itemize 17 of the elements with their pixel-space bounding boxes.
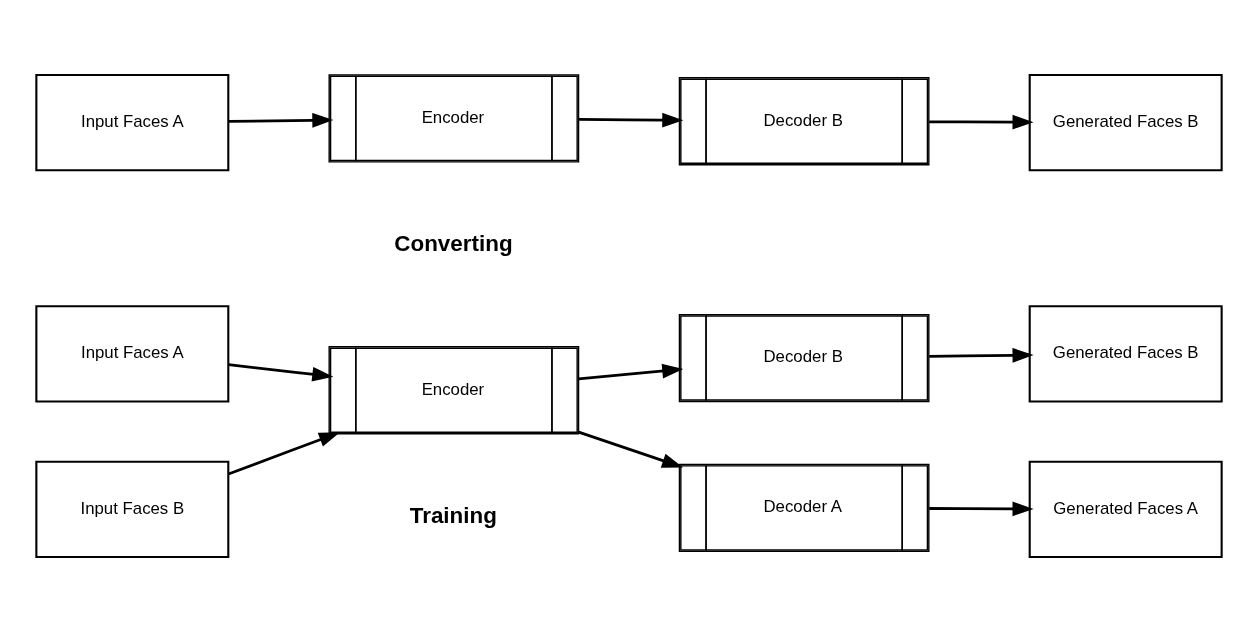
arrow: [578, 430, 684, 468]
node-box: Input Faces B: [35, 460, 230, 558]
arrow: [929, 501, 1034, 516]
arrow: [578, 112, 684, 127]
label: Training: [409, 502, 497, 528]
arrow: [228, 112, 334, 128]
node-box: Generated Faces B: [1028, 73, 1223, 171]
arrow: [578, 363, 684, 380]
node-box: Input Faces A: [35, 73, 230, 171]
node-box: Generated Faces A: [1028, 460, 1223, 558]
arrow: [228, 362, 334, 382]
arrow: [929, 347, 1034, 363]
node-box: Input Faces A: [35, 304, 230, 402]
arrow: [228, 431, 341, 475]
arrow: [929, 114, 1034, 130]
node-box: Generated Faces B: [1028, 304, 1223, 402]
label: Converting: [394, 230, 513, 256]
